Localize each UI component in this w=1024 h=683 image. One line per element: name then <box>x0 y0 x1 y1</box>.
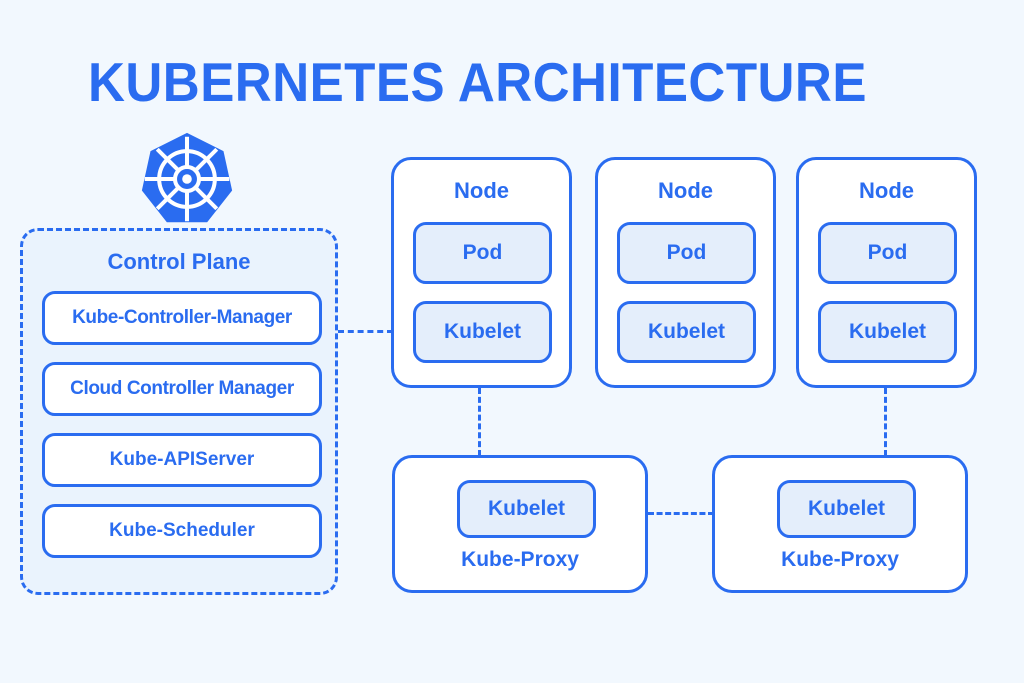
kubelet-box[interactable]: Kubelet <box>818 301 957 363</box>
kube-proxy-card-1[interactable]: Kubelet Kube-Proxy <box>392 455 648 593</box>
connector-proxy-1-to-proxy-2 <box>648 512 714 515</box>
kubelet-box[interactable]: Kubelet <box>777 480 916 538</box>
control-plane-component-list: Kube-Controller-Manager Cloud Controller… <box>42 291 322 575</box>
kube-proxy-label: Kube-Proxy <box>781 548 899 571</box>
node-contents: Pod Kubelet <box>617 222 756 363</box>
control-plane-item-kube-apiserver[interactable]: Kube-APIServer <box>42 433 322 487</box>
node-title: Node <box>859 178 914 203</box>
kube-proxy-label: Kube-Proxy <box>461 548 579 571</box>
pod-box[interactable]: Pod <box>413 222 552 284</box>
pod-box[interactable]: Pod <box>818 222 957 284</box>
control-plane-item-kube-scheduler[interactable]: Kube-Scheduler <box>42 504 322 558</box>
node-contents: Pod Kubelet <box>413 222 552 363</box>
control-plane-title: Control Plane <box>107 249 251 274</box>
connector-control-plane-to-node-1 <box>338 330 393 333</box>
control-plane-item-cloud-controller-manager[interactable]: Cloud Controller Manager <box>42 362 322 416</box>
node-contents: Pod Kubelet <box>818 222 957 363</box>
node-card-3[interactable]: Node Pod Kubelet <box>796 157 977 388</box>
node-card-1[interactable]: Node Pod Kubelet <box>391 157 572 388</box>
page-title: KUBERNETES ARCHITECTURE <box>88 51 867 113</box>
control-plane-panel: Control Plane Kube-Controller-Manager Cl… <box>20 228 338 595</box>
connector-node-3-to-proxy-2 <box>884 388 887 456</box>
kubelet-box[interactable]: Kubelet <box>617 301 756 363</box>
pod-box[interactable]: Pod <box>617 222 756 284</box>
kube-proxy-card-2[interactable]: Kubelet Kube-Proxy <box>712 455 968 593</box>
control-plane-item-kube-controller-manager[interactable]: Kube-Controller-Manager <box>42 291 322 345</box>
node-title: Node <box>658 178 713 203</box>
node-card-2[interactable]: Node Pod Kubelet <box>595 157 776 388</box>
kubelet-box[interactable]: Kubelet <box>457 480 596 538</box>
connector-node-1-to-proxy-1 <box>478 388 481 456</box>
kubelet-box[interactable]: Kubelet <box>413 301 552 363</box>
node-title: Node <box>454 178 509 203</box>
kubernetes-logo-icon <box>141 132 233 223</box>
